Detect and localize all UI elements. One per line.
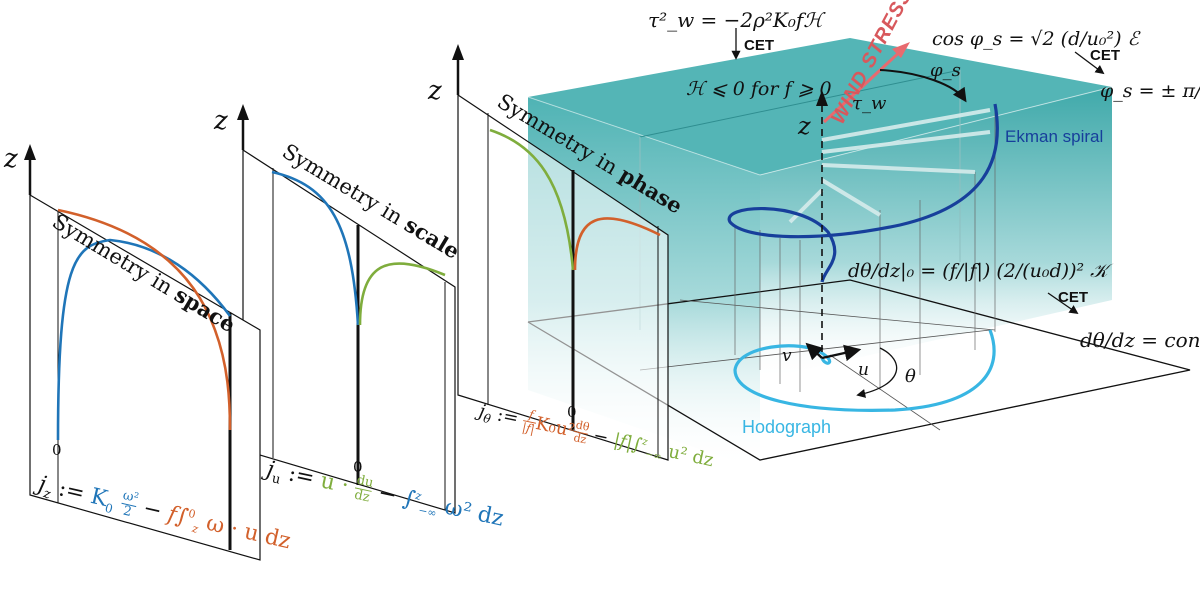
ocean-floor (527, 108, 1191, 461)
v-label: v (782, 346, 792, 366)
wind-stress-formula: τ²_w = −2ρ²K₀fℋ (648, 8, 824, 32)
ekman-spiral (727, 103, 999, 283)
cet-label-top: CET (744, 37, 774, 54)
cos-phi-formula: cos φ_s = √2 (d/u₀²) ℰ (932, 28, 1140, 50)
wind-stress-arrow (822, 42, 910, 124)
panel-scale-z-label: z (214, 106, 228, 136)
panel-space (24, 144, 261, 561)
cet-label-right: CET (1090, 47, 1120, 64)
dtheta-formula: dθ/dz|₀ = (f/|f|) (2/(u₀d))² 𝒦 (848, 260, 1108, 282)
panel-phase-z-label: z (428, 76, 442, 106)
helicity-result: ℋ ⩽ 0 for f ⩾ 0 (686, 78, 832, 100)
panel-phase-zero: 0 (567, 403, 577, 421)
panel-space-z-label: z (4, 144, 18, 174)
current-arrows (788, 108, 991, 224)
dtheta-result: dθ/dz = const. (1080, 328, 1200, 352)
panel-space-zero: 0 (52, 441, 62, 459)
ocean-surface (528, 38, 1112, 175)
phi-s-label: φ_s (930, 60, 961, 81)
tau-w-label: τ_w (852, 93, 887, 114)
ocean-right-face (760, 87, 1112, 380)
phi-s-result: φ_s = ± π/4 (1100, 80, 1200, 102)
ocean-z-label: z (798, 112, 811, 140)
ekman-spiral-label: Ekman spiral (1005, 127, 1104, 146)
hodograph-label: Hodograph (742, 417, 832, 437)
panel-scale-zero: 0 (353, 458, 363, 476)
theta-label: θ (905, 366, 916, 387)
cet-label-lower: CET (1058, 289, 1088, 306)
panel-phase (452, 44, 669, 461)
u-label: u (858, 360, 869, 380)
panel-scale (237, 104, 456, 514)
